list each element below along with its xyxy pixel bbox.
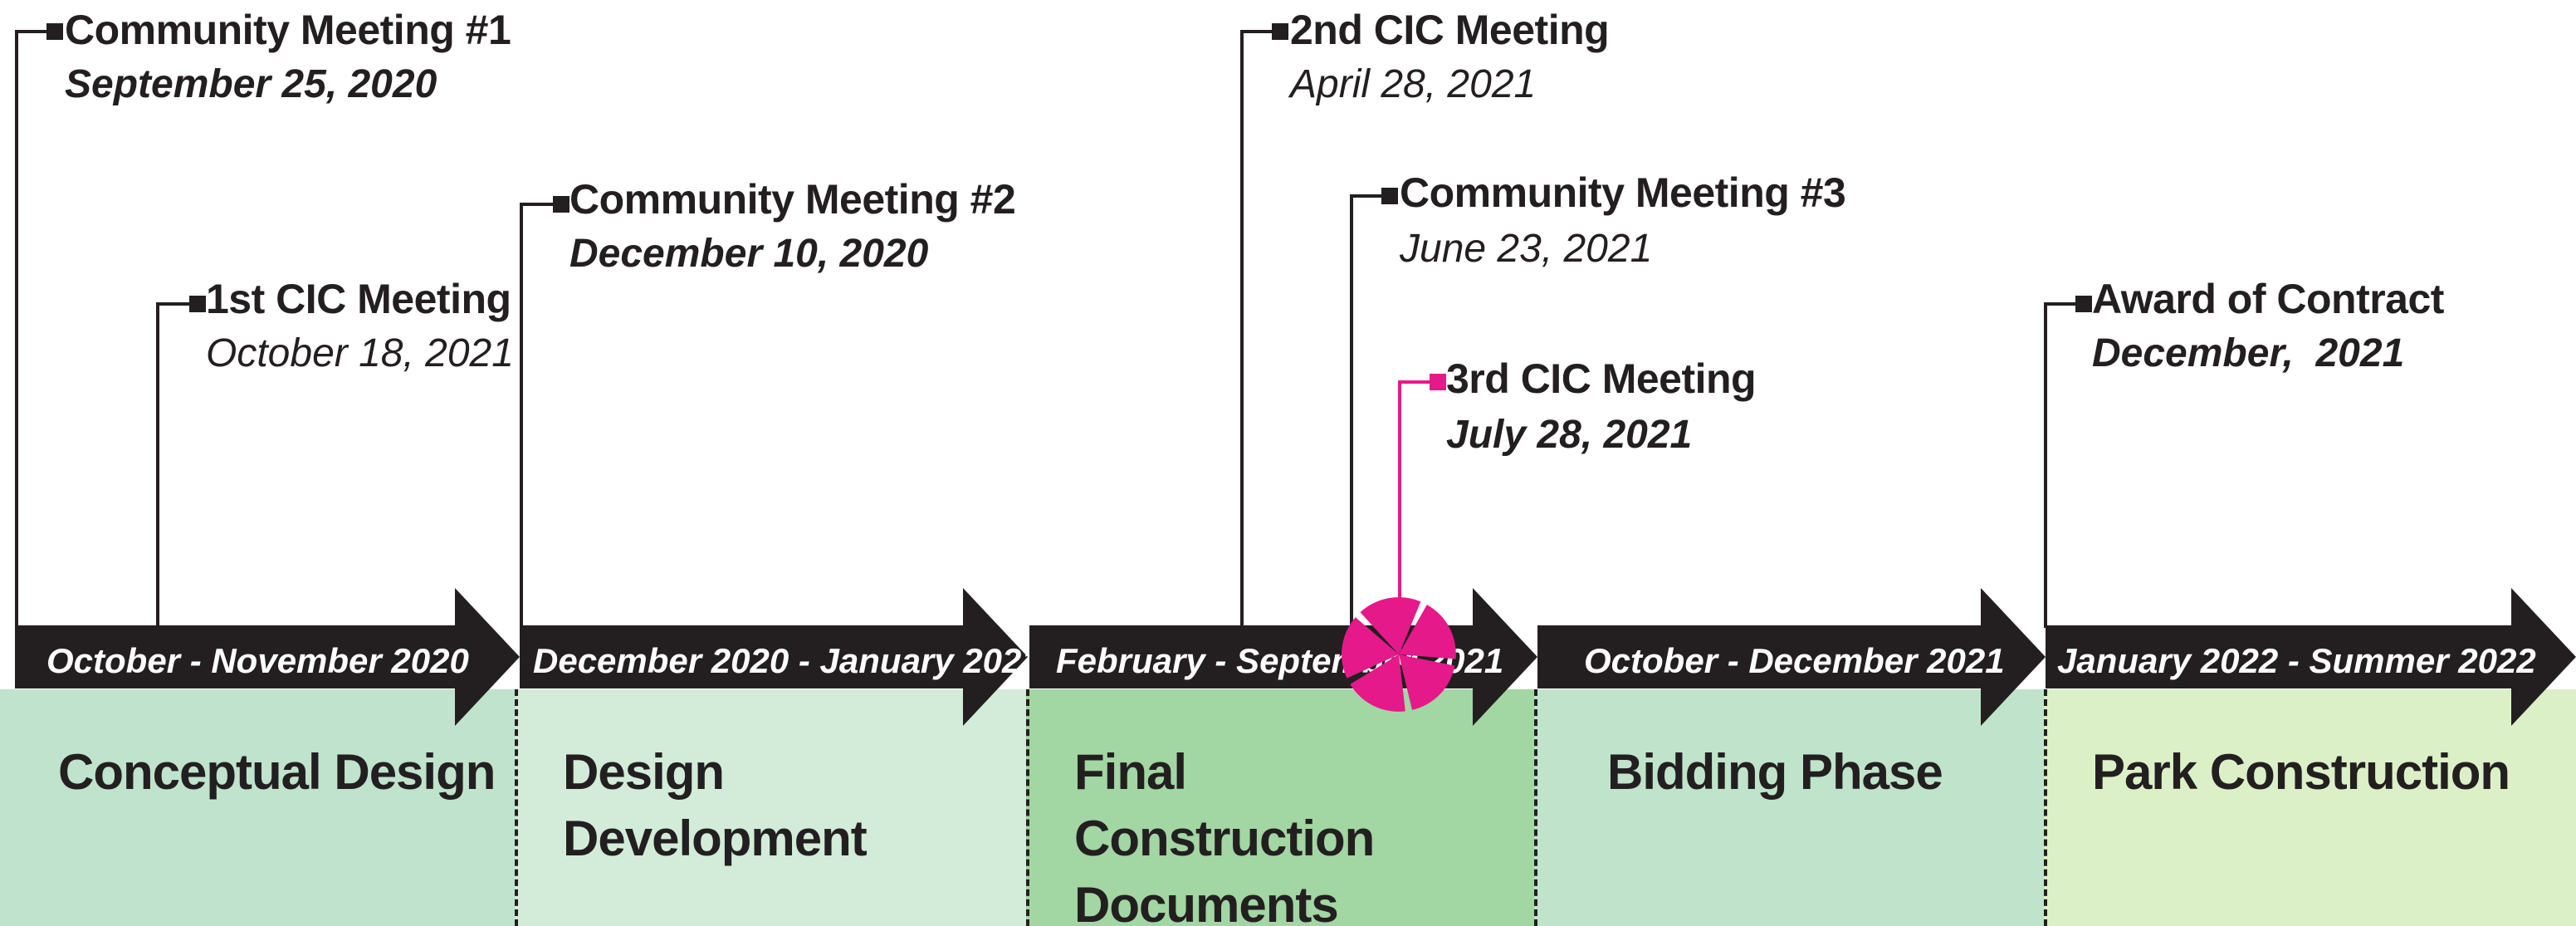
milestone-marker [1381,188,1398,204]
milestone-marker [46,23,63,40]
arrow-shape [1537,588,2046,726]
milestone-stem [1240,30,1244,628]
milestone-connector [156,302,191,306]
milestone-date: October 18, 2021 [206,331,514,375]
phase-name: Bidding Phase [1607,744,1943,800]
period-arrow: December 2020 - January 2021 [520,588,1041,726]
milestone-title: 2nd CIC Meeting [1290,7,1610,53]
period-label: December 2020 - January 2021 [533,641,1041,680]
phase-name: Conceptual Design [58,744,496,800]
arrow-shape [520,588,1028,726]
milestone-connector [1350,194,1383,198]
milestone-date: June 23, 2021 [1400,227,1653,271]
milestone-stem [1398,380,1401,651]
phase-block-design-development: Design Development [515,689,1026,926]
milestone-date: December 10, 2020 [569,232,929,276]
burst-icon [1342,597,1456,712]
phase-divider [1026,689,1029,926]
period-label: October - November 2020 [46,641,469,680]
milestone-marker [189,296,206,312]
milestone-marker [1430,374,1446,390]
phase-divider [2044,689,2047,926]
period-arrow: February - September 2021 [1029,588,1537,726]
period-label: January 2022 - Summer 2022 [2057,641,2536,680]
period-arrow: October - November 2020 [15,588,520,726]
phase-block-bidding-phase: Bidding Phase [1534,689,2044,926]
period-arrow: October - December 2021 [1537,588,2046,726]
milestone-title: Award of Contract [2092,276,2444,322]
milestone-stem [156,302,159,628]
phase-divider [1534,689,1537,926]
phase-name: Park Construction [2092,744,2510,800]
milestone-title: Community Meeting #3 [1400,169,1846,216]
phase-name: Final Construction Documents [1074,744,1375,926]
milestone-date: April 28, 2021 [1290,62,1537,106]
milestone-connector [520,203,555,206]
milestone-connector [2044,302,2077,306]
milestone-marker [553,196,569,213]
phase-block-park-construction: Park Construction [2044,689,2576,926]
milestone-date: September 25, 2020 [65,62,437,106]
milestone-title: Community Meeting #1 [65,7,511,53]
milestone-stem [15,30,18,628]
milestone-connector [1398,380,1433,384]
milestone-marker [2075,296,2092,312]
milestone-title: 3rd CIC Meeting [1446,355,1757,402]
milestone-date: December, 2021 [2092,331,2405,375]
phase-block-conceptual-design: Conceptual Design [0,689,515,926]
milestone-connector [1240,30,1273,33]
milestone-stem [520,203,523,628]
period-label: October - December 2021 [1584,641,2005,680]
phase-block-final-construction-documents: Final Construction Documents [1026,689,1534,926]
milestone-date: July 28, 2021 [1446,413,1693,457]
milestone-title: Community Meeting #2 [569,176,1016,223]
milestone-connector [15,30,48,33]
milestone-stem [1350,194,1353,628]
arrow-shape [2046,588,2576,726]
milestone-marker [1272,23,1288,40]
period-arrow: January 2022 - Summer 2022 [2046,588,2576,726]
arrow-shape [1029,588,1537,726]
arrow-shape [15,588,520,726]
milestone-title: 1st CIC Meeting [206,276,511,322]
phase-name: Design Development [563,744,868,866]
phase-divider [515,689,518,926]
milestone-stem [2044,302,2047,628]
